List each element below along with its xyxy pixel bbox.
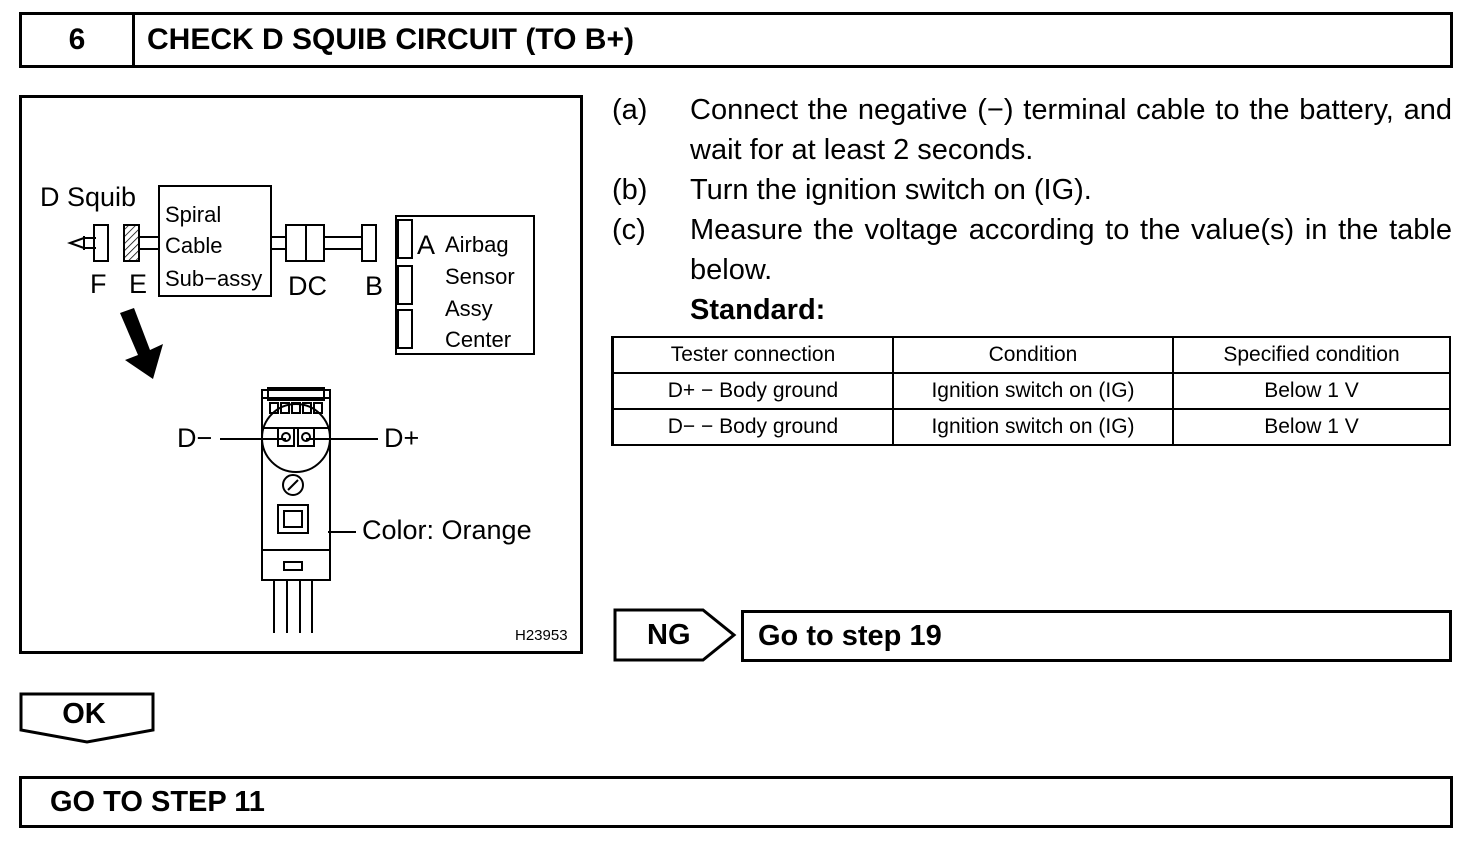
procedure-steps: (a) Connect the negative (−) terminal ca… xyxy=(612,90,1452,330)
squib-connector-f xyxy=(67,224,109,262)
step-number: 6 xyxy=(22,15,135,65)
step-b-label: (b) xyxy=(612,174,648,206)
step-c-text: Measure the voltage according to the val… xyxy=(690,214,1452,286)
d-minus-label: D− xyxy=(177,423,213,453)
airbag-label-3: Assy xyxy=(445,296,493,321)
label-dc: DC xyxy=(288,271,327,301)
d-plus-label: D+ xyxy=(384,423,420,453)
table-cell: D+ − Body ground xyxy=(611,372,894,410)
table-header-row: Tester connection Condition Specified co… xyxy=(611,336,1451,374)
step-a: (a) Connect the negative (−) terminal ca… xyxy=(612,90,1452,170)
step-c: (c) Measure the voltage according to the… xyxy=(612,210,1452,290)
color-label: Color: Orange xyxy=(362,515,532,545)
table-row: D+ − Body ground Ignition switch on (IG)… xyxy=(611,372,1451,410)
d-squib-label: D Squib xyxy=(40,182,137,212)
step-title: CHECK D SQUIB CIRCUIT (TO B+) xyxy=(147,23,634,56)
ok-label: OK xyxy=(62,698,106,730)
table-cell: D− − Body ground xyxy=(611,408,894,446)
step-b-text: Turn the ignition switch on (IG). xyxy=(690,174,1092,206)
airbag-sensor-box xyxy=(395,215,535,355)
airbag-label-2: Sensor xyxy=(445,264,515,289)
label-f: F xyxy=(90,269,107,299)
wiring-figure: D Squib Spiral Cable Sub−assy F E DC B A… xyxy=(19,95,583,654)
ng-arrow-shape xyxy=(613,608,737,662)
label-b: B xyxy=(365,271,384,301)
standard-label: Standard: xyxy=(690,294,826,326)
table-cell: Ignition switch on (IG) xyxy=(892,372,1174,410)
header-tester-connection: Tester connection xyxy=(611,336,894,374)
table-cell: Ignition switch on (IG) xyxy=(892,408,1174,446)
connector-b xyxy=(361,224,377,262)
figure-id: H23953 xyxy=(515,627,568,644)
connector-dc xyxy=(285,224,325,262)
step-a-text: Connect the negative (−) terminal cable … xyxy=(690,94,1452,166)
step-b: (b) Turn the ignition switch on (IG). xyxy=(612,170,1452,210)
connector-e xyxy=(123,224,140,262)
label-e: E xyxy=(129,269,148,299)
step-c-label: (c) xyxy=(612,214,646,246)
airbag-label-4: Center xyxy=(445,327,512,352)
ng-tag: NG xyxy=(613,608,737,662)
ng-action-box: Go to step 19 xyxy=(741,610,1452,662)
spiral-label-2: Cable xyxy=(165,233,223,258)
label-a: A xyxy=(417,230,436,260)
header-specified-condition: Specified condition xyxy=(1172,336,1451,374)
spec-table: Tester connection Condition Specified co… xyxy=(611,336,1451,446)
spiral-cable-box xyxy=(158,185,272,297)
ok-tag: OK xyxy=(19,692,155,744)
step-header: 6 CHECK D SQUIB CIRCUIT (TO B+) xyxy=(19,12,1453,68)
table-row: D− − Body ground Ignition switch on (IG)… xyxy=(611,408,1451,446)
goto-box: GO TO STEP 11 xyxy=(19,776,1453,828)
spiral-label-3: Sub−assy xyxy=(165,266,263,291)
down-arrow-icon xyxy=(120,308,163,379)
table-cell: Below 1 V xyxy=(1172,372,1451,410)
goto-text: GO TO STEP 11 xyxy=(50,786,265,818)
wiring-diagram xyxy=(67,185,535,633)
ng-label: NG xyxy=(647,619,691,651)
table-cell: Below 1 V xyxy=(1172,408,1451,446)
ng-action-text: Go to step 19 xyxy=(758,620,942,652)
step-a-label: (a) xyxy=(612,94,648,126)
airbag-label-1: Airbag xyxy=(445,232,509,257)
header-condition: Condition xyxy=(892,336,1174,374)
spiral-label-1: Spiral xyxy=(165,202,222,227)
ok-arrow-shape xyxy=(19,692,155,744)
orange-connector xyxy=(261,387,331,633)
